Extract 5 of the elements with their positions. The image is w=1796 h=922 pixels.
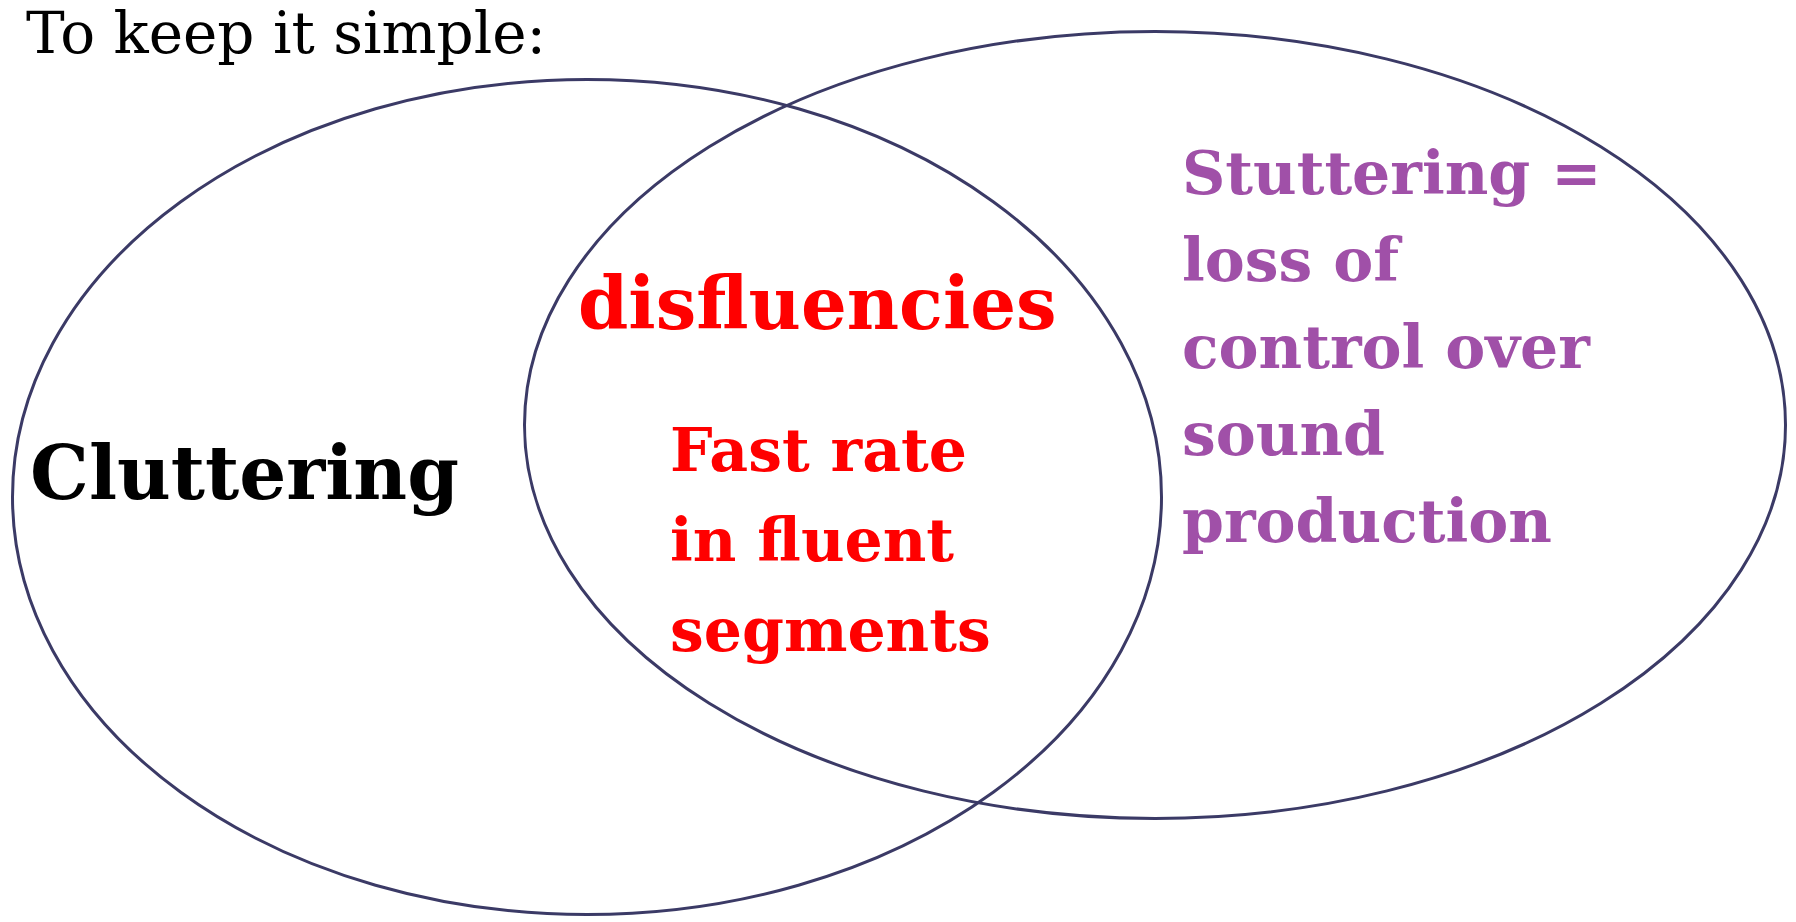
title: To keep it simple: [26, 0, 547, 67]
set-label: Cluttering [30, 429, 459, 518]
set-label: Stuttering = loss of control over sound production [1182, 137, 1603, 558]
overlap-label: disfluencies [578, 260, 1057, 348]
overlap-label: Fast rate in fluent segments [670, 414, 992, 667]
